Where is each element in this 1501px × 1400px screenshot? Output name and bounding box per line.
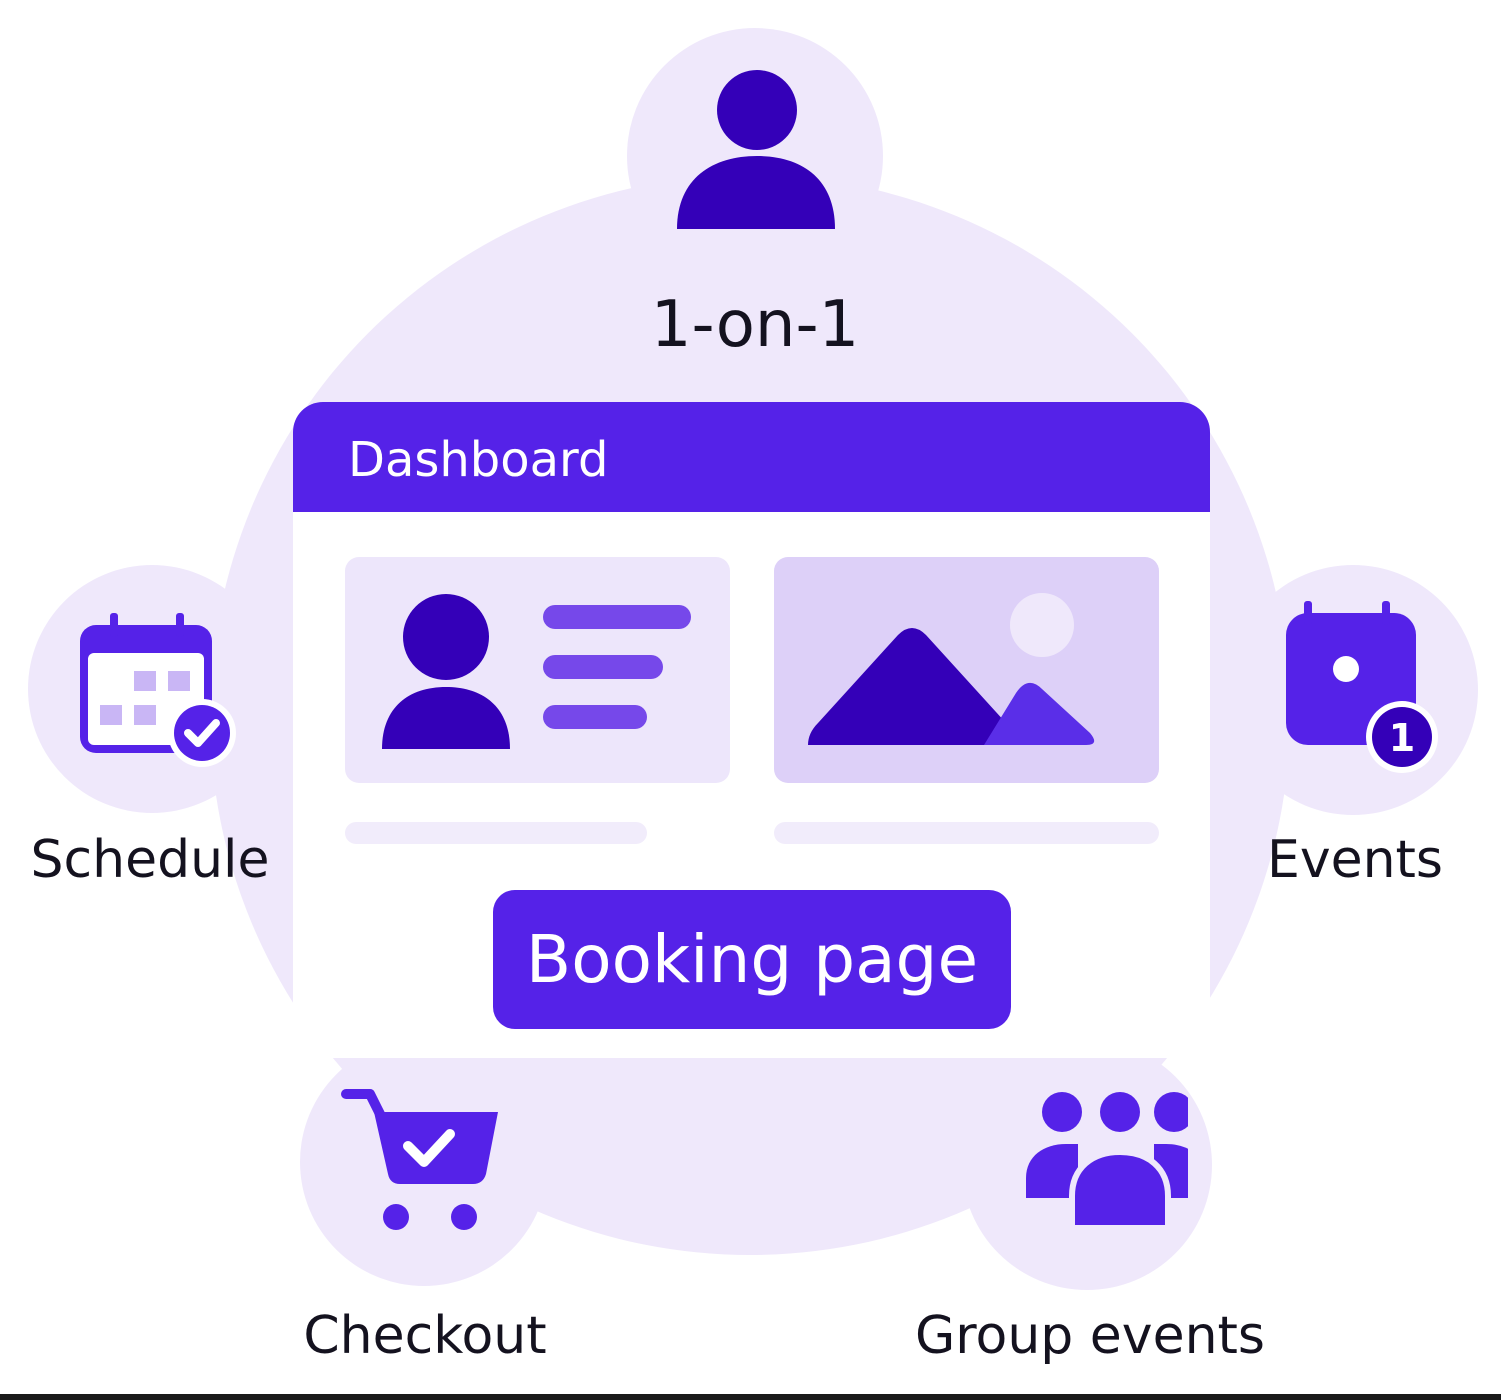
profile-icon [382,594,691,749]
node-schedule[interactable] [28,565,276,813]
person-icon [677,70,835,229]
booking-page-button[interactable]: Booking page [493,890,1011,1029]
dashboard-header: Dashboard [293,402,1210,512]
label-events: Events [1266,830,1444,890]
label-1-on-1: 1-on-1 [650,288,860,362]
image-icon [808,593,1095,745]
node-checkout[interactable] [300,1038,548,1286]
calendar-check-icon [80,613,236,767]
node-group-events[interactable] [962,1040,1212,1290]
profile-card[interactable] [345,557,730,783]
dashboard-panel: Dashboard Booking page [293,402,1210,1058]
placeholder-line-right [774,822,1159,844]
calendar-badge-icon: 1 [1286,601,1438,773]
node-events[interactable]: 1 [1228,565,1478,815]
group-icon [1026,1092,1188,1231]
bottom-border [0,1394,1501,1400]
label-group-events: Group events [914,1306,1266,1366]
label-schedule: Schedule [30,830,270,890]
node-1-on-1[interactable] [627,28,883,284]
events-badge-count: 1 [1389,716,1415,760]
image-card[interactable] [774,557,1159,783]
placeholder-line-left [345,822,647,844]
dashboard-title: Dashboard [348,432,609,488]
label-checkout: Checkout [303,1306,547,1366]
cart-check-icon [341,1089,498,1230]
